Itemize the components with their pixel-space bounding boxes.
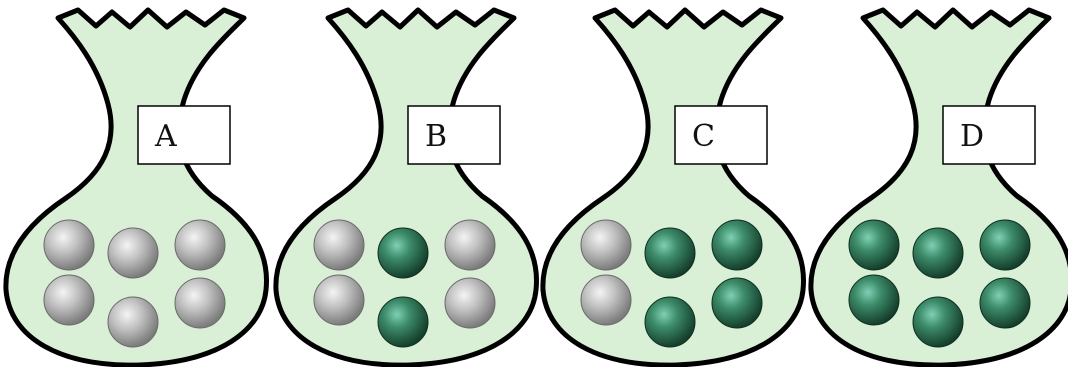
bag-a: A — [6, 10, 267, 365]
gray-ball — [314, 220, 364, 270]
gray-ball — [581, 220, 631, 270]
green-ball — [378, 297, 428, 347]
gray-ball — [445, 220, 495, 270]
bag-label-box — [675, 106, 767, 164]
gray-ball — [108, 297, 158, 347]
green-ball — [378, 228, 428, 278]
gray-ball — [175, 220, 225, 270]
bag-label: C — [692, 119, 715, 154]
green-ball — [980, 220, 1030, 270]
bag-label: D — [960, 119, 984, 154]
gray-ball — [44, 275, 94, 325]
bag-c: C — [543, 10, 804, 365]
bag-label: B — [425, 119, 447, 154]
bag-label-box — [943, 106, 1035, 164]
green-ball — [645, 228, 695, 278]
gray-ball — [445, 278, 495, 328]
gray-ball — [44, 220, 94, 270]
green-ball — [980, 278, 1030, 328]
green-ball — [849, 275, 899, 325]
bag-label-box — [408, 106, 500, 164]
green-ball — [913, 297, 963, 347]
green-ball — [913, 228, 963, 278]
bag-label-box — [138, 106, 230, 164]
bag-label: A — [154, 119, 177, 154]
gray-ball — [175, 278, 225, 328]
gray-ball — [108, 228, 158, 278]
bag-d: D — [811, 10, 1068, 365]
gray-ball — [314, 275, 364, 325]
green-ball — [645, 297, 695, 347]
green-ball — [712, 278, 762, 328]
green-ball — [712, 220, 762, 270]
gray-ball — [581, 275, 631, 325]
bag-b: B — [276, 10, 537, 365]
green-ball — [849, 220, 899, 270]
